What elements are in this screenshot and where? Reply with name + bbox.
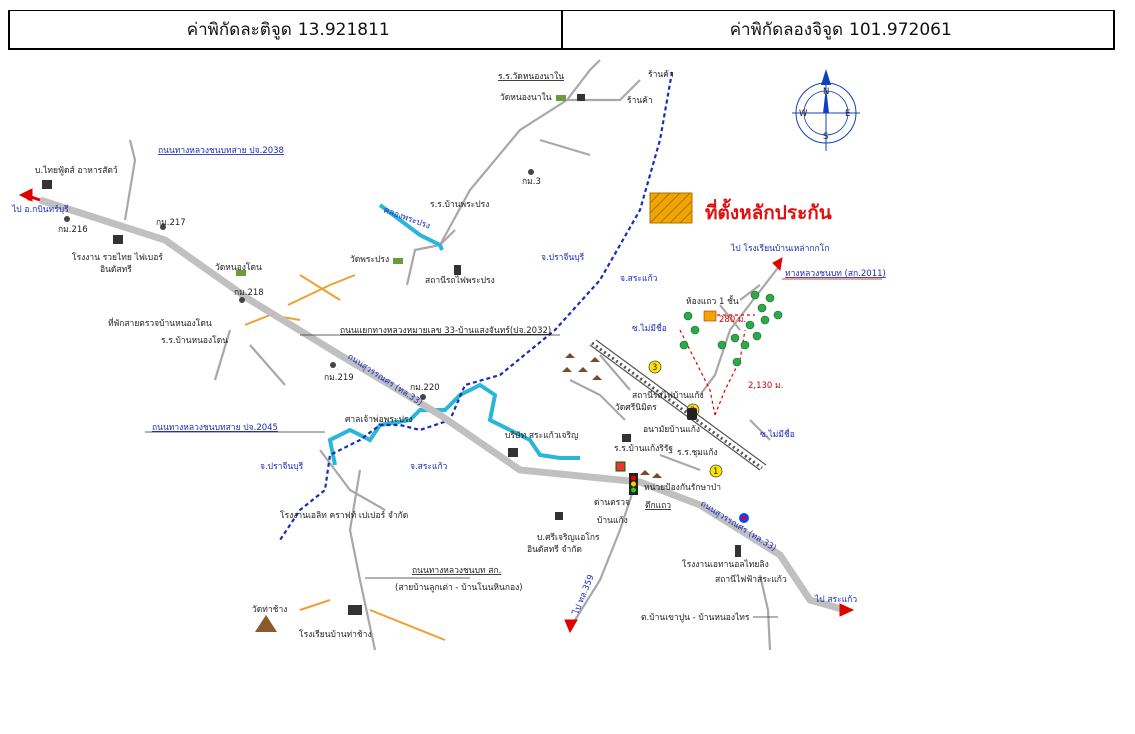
compass-w: W: [799, 109, 808, 119]
province-border: [279, 71, 674, 541]
to-banbaengnong: ต.บ้านเขาปูน - บ้านหนองไทร: [641, 612, 750, 623]
to-kabinburi: ไป อ.กบินทร์บุรี: [11, 204, 69, 215]
prov-prachinburi-2: จ.ปราจีนบุรี: [260, 461, 304, 472]
compass-n: N: [823, 87, 829, 97]
checkpoint-nongkhon: ที่พักสายตรวจบ้านหนองโดน: [108, 317, 212, 329]
longitude-label: ค่าพิกัดลองจิจูด: [729, 20, 844, 40]
prov-sakaeo-1: จ.สระแก้ว: [410, 461, 448, 472]
ethanol-plant: โรงงานเอทานอลไทยลิง: [682, 559, 769, 570]
school-nongnanai: ร.ร.วัดหนองนาใน: [498, 71, 564, 82]
numbered-badges: [648, 360, 723, 478]
to-school-laokok: ไป โรงเรียนบ้านเหล่ากกโก: [730, 243, 829, 254]
road-rural-title: ถนนทางหลวงชนบท สก.: [412, 566, 501, 576]
badge-1-label: 1: [713, 467, 718, 477]
building-icons: [42, 94, 741, 615]
station-banbaeng: สถานีรถไฟบ้านแก้ง: [632, 390, 704, 401]
health-center: อนามัยบ้านแก้ง: [643, 424, 700, 435]
km-219: กม.219: [324, 373, 354, 383]
sricharoen-1: บ.ศรีเจริญแอโกร: [537, 532, 600, 543]
compass-icon: N S E W: [792, 69, 860, 151]
legend: ที่ตั้งหลักประกัน: [649, 192, 832, 224]
shop-2: ร้านค้า: [627, 95, 653, 106]
road-359: ไป ทล.359: [570, 573, 596, 617]
thai-food-company: บ.ไทยฟู้ดส์ อาหารสัตว์: [35, 165, 118, 176]
km-3: กม.3: [522, 177, 541, 187]
dist-2130: 2,130 ม.: [748, 381, 783, 391]
km-220: กม.220: [410, 383, 440, 393]
road-2045: ถนนทางหลวงชนบทสาย ปจ.2045: [152, 423, 278, 433]
klong-phraprong: คลองพระปรง: [382, 205, 431, 231]
latitude-value: 13.921811: [297, 19, 390, 40]
km-markers: [64, 169, 534, 400]
wat-phraprong: วัดพระปรง: [350, 255, 389, 265]
highway-33: [38, 196, 846, 614]
road-2038: ถนนทางหลวงชนบทสาย ปจ.2038: [158, 146, 284, 156]
compass-e: E: [845, 109, 850, 119]
checkpoint-baeng-2: บ้านแก้ง: [597, 515, 628, 526]
orange-roads: [244, 274, 446, 641]
longitude-value: 101.972061: [849, 19, 952, 40]
road-2032: ถนนแยกทางหลวงหมายเลข 33-บ้านแสงจันทร์(ปจ…: [340, 325, 551, 336]
school-thachang: โรงเรียนบ้านท่าช้าง: [299, 629, 372, 640]
road-2011: ทางหลวงชนบท (สก.2011): [785, 269, 886, 279]
wat-nongkhon: วัดหนองโดน: [215, 262, 262, 273]
compass-s: S: [823, 132, 828, 142]
school-chumbaeng: ร.ร.ชุมแก้ง: [677, 447, 718, 458]
prov-sakaeo-2: จ.สระแก้ว: [620, 273, 658, 284]
soi-unnamed-1: ซ.ไม่มีชื่อ: [632, 322, 667, 334]
coordinate-header: ค่าพิกัดละติจูด 13.921811 ค่าพิกัดลองจิจ…: [8, 10, 1115, 50]
temple-icons: [236, 95, 566, 632]
sakaeo-charoen: บริษัท สระแก้วเจริญ: [505, 430, 578, 441]
badge-3-label: 3: [652, 363, 657, 373]
train-icon: [687, 408, 697, 420]
substation: สถานีไฟฟ้าสระแก้ว: [715, 574, 787, 585]
property-marker: [703, 310, 717, 322]
road-rural-sub: (สายบ้านลูกเต่า - บ้านโนนหินกอง): [395, 582, 523, 593]
school-banbaeng-ratrat: ร.ร.บ้านแก้งริรัฐ: [614, 443, 673, 454]
school-banphraprong: ร.ร.บ้านพระปรง: [430, 199, 489, 210]
station-phraprong: สถานีรถไฟพระปรง: [425, 275, 495, 286]
tree-cluster: [679, 290, 783, 367]
longitude-cell: ค่าพิกัดลองจิจูด 101.972061: [560, 11, 1114, 48]
shophouse: ตึกแถว: [645, 501, 671, 511]
wat-nongnanai: วัดหนองนาใน: [500, 92, 552, 103]
to-sakaeo: ไป สระแก้ว: [814, 594, 857, 605]
school-nongkhon: ร.ร.บ้านหนองโดน: [161, 335, 228, 346]
latitude-cell: ค่าพิกัดละติจูด 13.921811: [10, 11, 561, 48]
km-218: กม.218: [234, 288, 264, 298]
soi-unnamed-2: ซ.ไม่มีชื่อ: [760, 428, 795, 440]
leader-lines: [145, 278, 882, 618]
latitude-label: ค่าพิกัดละติจูด: [186, 20, 292, 40]
sricharoen-2: อินดัสทรี จำกัด: [527, 544, 582, 555]
fuel-icon: [739, 513, 749, 523]
km-216: กม.216: [58, 225, 88, 235]
room-row: ห้องแถว 1 ชั้น: [686, 295, 739, 307]
checkpoint-baeng-1: ด่านตรวจ: [594, 498, 630, 508]
traffic-light-icon: [629, 473, 638, 495]
fiber-factory-1: โรงงาน รวยไทย ไฟเบอร์: [72, 252, 163, 263]
direction-arrows: [18, 188, 855, 634]
road-suwannasorn-1: ถนนสุวรรณศร (ทล.33): [345, 352, 424, 408]
fiber-factory-2: อินดัสทรี: [100, 264, 132, 275]
km-217: กม.217: [156, 218, 186, 228]
wat-srimitr: วัดศรีนิมิตร: [615, 402, 657, 413]
forest-unit: หน่วยป้องกันรักษาป่า: [644, 482, 721, 493]
house-cluster: [562, 353, 662, 478]
wat-thachang: วัดท่าช้าง: [252, 604, 287, 615]
dist-280: 280 ม.: [719, 315, 746, 325]
railway: [589, 339, 767, 471]
seven-eleven-icon: [615, 461, 626, 472]
prov-prachinburi-1: จ.ปราจีนบุรี: [541, 252, 585, 263]
legend-label: ที่ตั้งหลักประกัน: [705, 198, 832, 224]
shop-1: ร้านค้า: [648, 69, 674, 80]
sala-phraprong: ศาลเจ้าพ่อพระปรง: [345, 414, 413, 425]
paper-factory: โรงงานเอลิท คราฟท์ เปเปอร์ จำกัด: [280, 510, 408, 521]
